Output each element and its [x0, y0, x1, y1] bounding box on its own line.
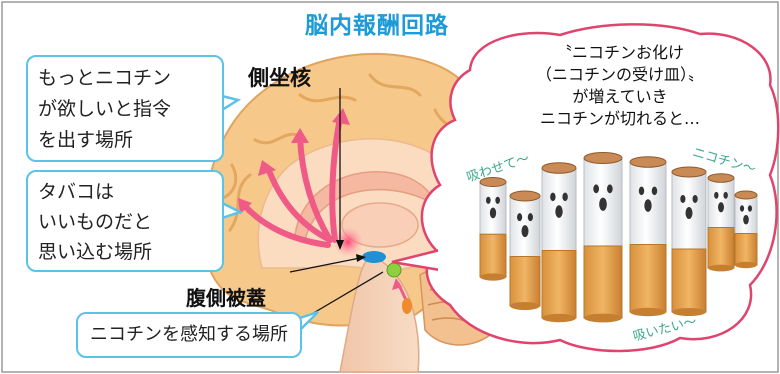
bubble-line-2: （ニコチンの受け皿）〟	[535, 65, 704, 84]
box-tail-command	[220, 94, 242, 113]
cigarette-ghost	[541, 162, 577, 323]
cigarette-ghost	[479, 177, 507, 281]
dopamine-pathway-arrows	[241, 115, 343, 248]
good-line-1: タバコは	[38, 181, 115, 203]
command-line-3: を出す場所	[38, 129, 134, 151]
diagram-title: 脳内報酬回路	[305, 13, 449, 39]
command-line-1: もっとニコチン	[38, 67, 172, 89]
cigarette-ghost	[629, 156, 667, 317]
brain-gyri	[216, 73, 467, 232]
cigarette-ghost	[671, 166, 707, 316]
good-belief-box: タバコは いいものだと 思い込む場所	[26, 170, 224, 272]
nucleus-accumbens-label: 側坐核	[248, 66, 311, 90]
cigarette-ghosts	[479, 152, 758, 323]
command-line-2: が欲しいと指令	[38, 98, 172, 120]
good-line-3: 思い込む場所	[38, 241, 153, 263]
vta-label: 腹側被蓋	[186, 286, 266, 310]
leader-receptor	[304, 271, 384, 319]
sense-label: ニコチンを感知する場所	[90, 324, 288, 345]
cigarette-ghost	[734, 190, 758, 269]
receptor-marker	[386, 262, 402, 278]
cigarette-ghost	[509, 190, 541, 310]
bubble-tail	[391, 248, 441, 272]
cigarette-ghost	[583, 152, 623, 323]
arrowheads	[238, 108, 350, 214]
bubble-line-3: が増えていき	[572, 87, 668, 106]
good-line-2: いいものだと	[38, 211, 153, 233]
bubble-text: 〝ニコチンお化け （ニコチンの受け皿）〟 が増えていき ニコチンが切れると…	[520, 42, 720, 130]
leader-vta	[289, 257, 361, 273]
nicotine-marker	[402, 298, 412, 314]
bubble-line-4: ニコチンが切れると…	[539, 109, 700, 128]
sense-box: ニコチンを感知する場所	[76, 312, 302, 358]
cigarette-ghost	[707, 173, 735, 272]
vta-marker	[362, 251, 386, 263]
command-box: もっとニコチン が欲しいと指令 を出す場所	[26, 55, 224, 162]
bubble-line-1: 〝ニコチンお化け	[555, 43, 684, 62]
